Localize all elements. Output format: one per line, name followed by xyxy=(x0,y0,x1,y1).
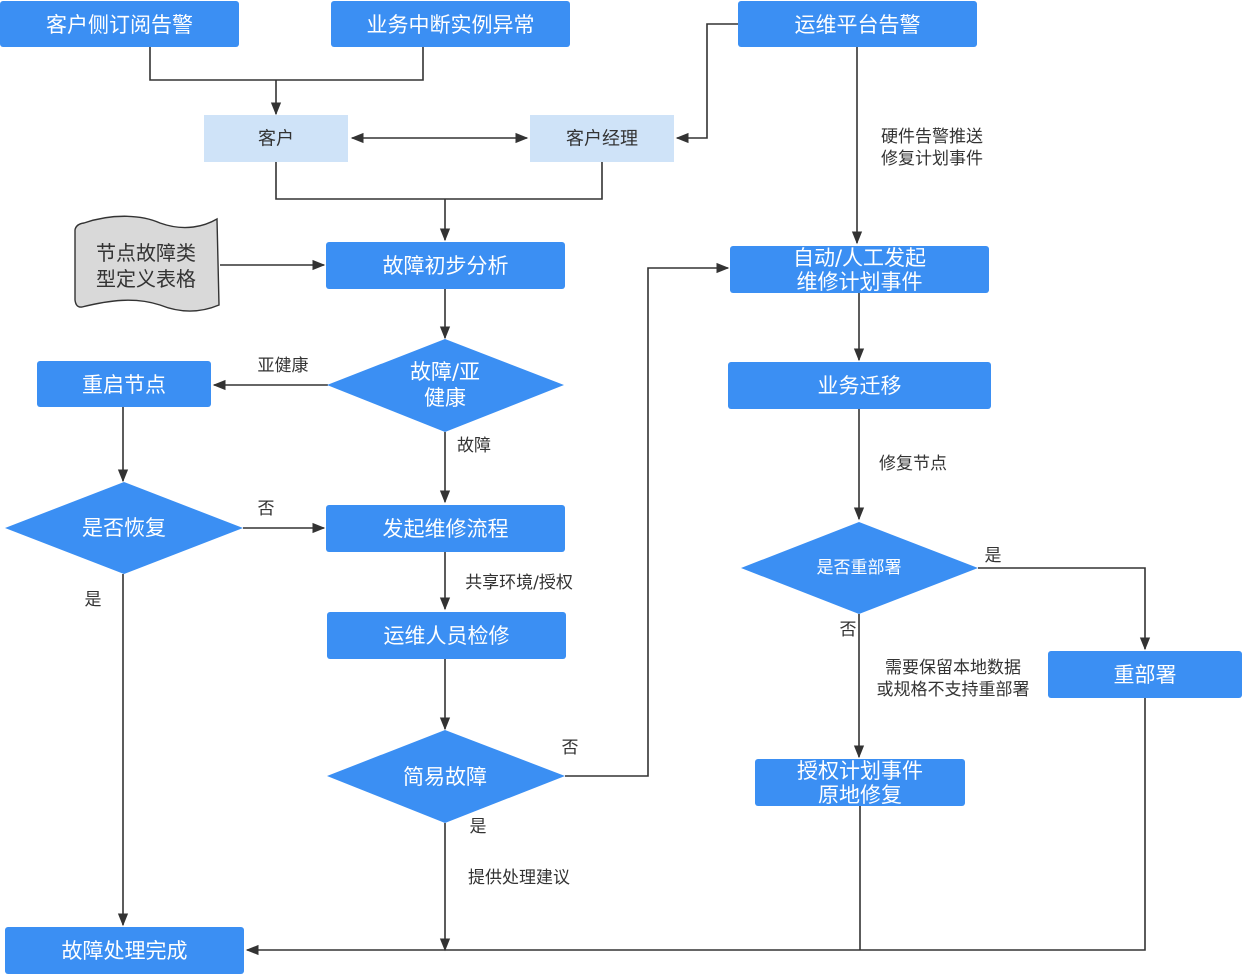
decision-simple-fault-label: 简易故障 xyxy=(403,765,487,789)
node-customer-manager-label: 客户经理 xyxy=(566,129,638,150)
edge-label-hw-line2: 修复计划事件 xyxy=(881,149,983,169)
edge-label-fix-node: 修复节点 xyxy=(879,454,947,474)
decision-recover: 是否恢复 xyxy=(5,482,243,574)
node-fault-type-table-doc: 节点故障类 型定义表格 xyxy=(74,215,220,312)
edge-label-keep-line2: 或规格不支持重部署 xyxy=(877,680,1030,700)
decision-simple-fault: 简易故障 xyxy=(327,730,565,823)
node-auth-plan-line1: 授权计划事件 xyxy=(797,759,923,783)
edge-label-simple-yes: 是 xyxy=(470,817,487,837)
decision-fault-subhealth-line1: 故障/亚 xyxy=(410,360,480,384)
node-auth-plan-line2: 原地修复 xyxy=(818,783,902,807)
edge-label-keep-line1: 需要保留本地数据 xyxy=(885,658,1021,678)
node-business-abnormal-label: 业务中断实例异常 xyxy=(367,13,535,37)
edge-ops-alarm-to-manager xyxy=(675,23,738,144)
edge-label-recover-no: 否 xyxy=(258,499,275,519)
node-fault-analysis-label: 故障初步分析 xyxy=(383,254,509,278)
node-fault-done-label: 故障处理完成 xyxy=(62,939,188,963)
doc-label-line2: 型定义表格 xyxy=(96,267,196,291)
edge-label-simple-no: 否 xyxy=(562,738,579,758)
connectors xyxy=(117,23,1151,956)
node-customer: 客户 xyxy=(204,115,348,162)
node-auto-plan-line2: 维修计划事件 xyxy=(797,270,923,294)
node-ops-platform-alarm: 运维平台告警 xyxy=(738,1,977,47)
decision-recover-label: 是否恢复 xyxy=(82,516,166,540)
edge-simple-to-auto-plan xyxy=(565,262,730,777)
decision-fault-subhealth-line2: 健康 xyxy=(424,386,466,410)
node-auth-plan: 授权计划事件 原地修复 xyxy=(755,759,965,807)
decision-redeploy-label: 是否重部署 xyxy=(817,558,902,578)
node-repair-flow: 发起维修流程 xyxy=(326,505,565,552)
edge-redeploy-to-done xyxy=(245,698,1146,956)
edge-label-fault: 故障 xyxy=(457,436,491,456)
node-redeploy-label: 重部署 xyxy=(1114,663,1177,687)
edge-label-redeploy-no: 否 xyxy=(840,620,857,640)
node-reboot-label: 重启节点 xyxy=(82,373,166,397)
node-ops-check: 运维人员检修 xyxy=(327,612,566,659)
node-ops-check-label: 运维人员检修 xyxy=(384,624,510,648)
edge-label-share: 共享环境/授权 xyxy=(465,573,573,593)
edge-label-redeploy-yes: 是 xyxy=(985,546,1002,566)
node-fault-done: 故障处理完成 xyxy=(5,927,244,974)
decision-fault-subhealth: 故障/亚 健康 xyxy=(327,339,564,432)
node-ops-platform-alarm-label: 运维平台告警 xyxy=(795,13,921,37)
edge-redeploy-q-to-redeploy xyxy=(978,567,1151,651)
node-auto-plan: 自动/人工发起 维修计划事件 xyxy=(730,246,989,294)
node-auto-plan-line1: 自动/人工发起 xyxy=(793,246,926,270)
node-redeploy: 重部署 xyxy=(1048,651,1242,698)
node-subscribe-alarm: 客户侧订阅告警 xyxy=(0,1,239,47)
node-business-abnormal: 业务中断实例异常 xyxy=(331,1,570,47)
edge-label-recover-yes: 是 xyxy=(85,590,102,610)
doc-label-line1: 节点故障类 xyxy=(96,241,196,265)
decision-redeploy: 是否重部署 xyxy=(741,522,978,614)
edge-label-suggest: 提供处理建议 xyxy=(468,868,570,888)
edge-label-hw-line1: 硬件告警推送 xyxy=(881,127,983,147)
node-fault-analysis: 故障初步分析 xyxy=(326,242,565,289)
node-customer-label: 客户 xyxy=(258,129,294,150)
node-reboot: 重启节点 xyxy=(37,361,211,407)
edge-sub-alarm-to-customer xyxy=(149,47,424,81)
node-subscribe-alarm-label: 客户侧订阅告警 xyxy=(46,13,193,37)
node-migrate-label: 业务迁移 xyxy=(818,374,902,398)
edge-label-subhealth: 亚健康 xyxy=(258,356,309,376)
node-migrate: 业务迁移 xyxy=(728,362,991,409)
edge-customer-manager-to-analysis xyxy=(275,162,603,200)
node-repair-flow-label: 发起维修流程 xyxy=(383,517,509,541)
node-customer-manager: 客户经理 xyxy=(530,115,674,162)
